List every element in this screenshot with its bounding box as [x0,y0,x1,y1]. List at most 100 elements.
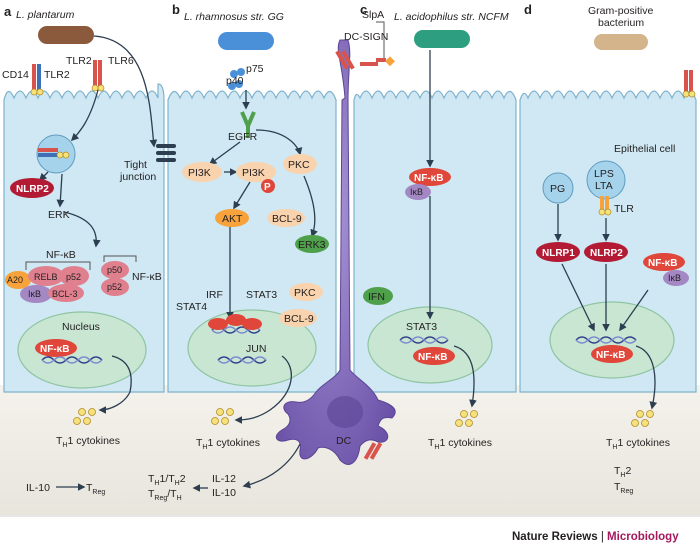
ikb-a-label: IκB [28,289,41,299]
th1-cytokines-d: TH1 cytokines [606,437,670,451]
p52a-label: p52 [66,272,81,282]
nfkb-right-label: NF-κB [132,271,162,283]
arrow-bact-tj [93,35,158,148]
pi3k2-node [236,162,276,182]
nfkb-nuc-d-node [591,345,633,363]
dc-label: DC [336,435,352,447]
panel-b-title: L. rhamnosus str. GG [184,11,284,23]
arrow-dc-il12 [242,443,301,489]
p50-bracket [103,255,137,262]
p40-label: p40 [226,75,244,87]
nfkb-d-node [643,253,685,271]
arrow-nuc-c-out [453,345,477,408]
bacterium-a [38,26,94,44]
ikb-c-node [405,184,431,200]
tlr-d-icon [682,70,696,98]
nfkb-complex-a [5,266,89,303]
arrow-egfr-pi3k1 [208,141,241,165]
dendritic-cell [275,39,396,465]
p75-label: p75 [246,63,264,75]
tlr2-label-a2: TLR2 [44,69,70,81]
p-label: P [264,182,271,193]
receptors-a [30,60,105,96]
ifn-label: IFN [368,291,385,303]
tlr-d-label: TLR [614,203,634,215]
bacterium-d [594,34,648,50]
nfkb-nuc-c-label: NF-κB [418,352,447,363]
stat4-label: STAT4 [176,301,207,313]
lta-label: LTA [595,180,613,192]
nlrp1-node [536,242,580,262]
bcl3-label: BCL-3 [52,289,78,299]
arrow-erk-nfkb [63,211,101,248]
akt-node [215,209,249,227]
tight-junction-label-2: junction [119,171,156,183]
egfr-label: EGFR [228,131,258,143]
nfkb-bracket [25,261,91,270]
tlr-d-endo-icon [598,196,612,216]
ifn-node [363,287,393,305]
treg-th-label: TReg/TH [148,488,182,502]
pg-node [542,172,574,204]
d-treg-label: TReg [614,481,633,495]
dc-sign-icon [335,50,395,70]
arrow-pi3k-akt [233,181,251,210]
erk-label: ERK [48,209,70,221]
tf-complex-b [208,314,262,330]
bcl9-top-node [267,209,305,227]
p-node [261,179,275,193]
tlr6-label: TLR6 [108,55,134,67]
pkc1-label: PKC [288,159,310,171]
nfkb-c-node [409,168,451,186]
nfkb-d-label: NF-κB [648,258,677,269]
a20-label: A20 [7,275,23,285]
arrow-nuc-d-out [635,345,658,410]
arrow-nfkb-d-nuc [619,289,649,332]
arrow-endosome-erk [56,173,65,208]
stat3-b-label: STAT3 [246,289,277,301]
bcl9-nuc-node [279,309,317,327]
ikb-d-label: IκB [668,273,681,283]
dc-nucleus [327,396,363,428]
panel-a-letter: a [4,4,12,19]
bacterium-c [414,30,470,48]
erk3-label: ERK3 [298,239,326,251]
th1-cytokines-c: TH1 cytokines [428,437,492,451]
th1-th2-label: TH1/TH2 [148,473,186,487]
nfkb-nuc-a-label: NF-κB [40,344,69,355]
arrow-nlrp1-nuc [561,263,595,332]
lps-label: LPS [594,168,614,180]
nlrp2-a-node [10,178,54,198]
pkc2-label: PKC [294,287,316,299]
pkc2-node [289,283,323,301]
nfkb-nuc-d-label: NF-κB [596,350,625,361]
th1-cytokines-a: TH1 cytokines [56,435,120,449]
tlr2-label-a1: TLR2 [66,55,92,67]
tight-junction-label-1: Tight [124,159,147,171]
epithelial-label: Epithelial cell [614,143,675,155]
panel-b-letter: b [172,2,180,17]
bcl9-nuc-label: BCL-9 [284,313,314,325]
nlrp2-d-label: NLRP2 [590,248,623,259]
akt-label: AKT [222,213,243,225]
pi3k2-label: PI3K [242,167,265,179]
nfkb-nuc-a-node [35,339,77,357]
erk3-node [295,235,329,253]
nlrp1-label: NLRP1 [542,248,575,259]
panel-d-letter: d [524,2,532,17]
arrow-endosome-nlrp2 [38,171,49,182]
bacterium-b [218,32,274,50]
ikb-c-label: IκB [410,187,423,197]
treg-a-label: TReg [86,482,105,496]
nfkb-nuc-c-node [413,347,455,365]
nucleus-a [17,311,147,389]
cytokine-dots [73,408,654,427]
p50-node [101,261,129,279]
arrow-nuc-a-out [98,355,132,414]
d-th2-label: TH2 [614,465,631,479]
dc-receptor-icon [363,442,383,460]
nfkb-bracket-label: NF-κB [46,249,76,261]
egfr-icon [240,111,256,138]
